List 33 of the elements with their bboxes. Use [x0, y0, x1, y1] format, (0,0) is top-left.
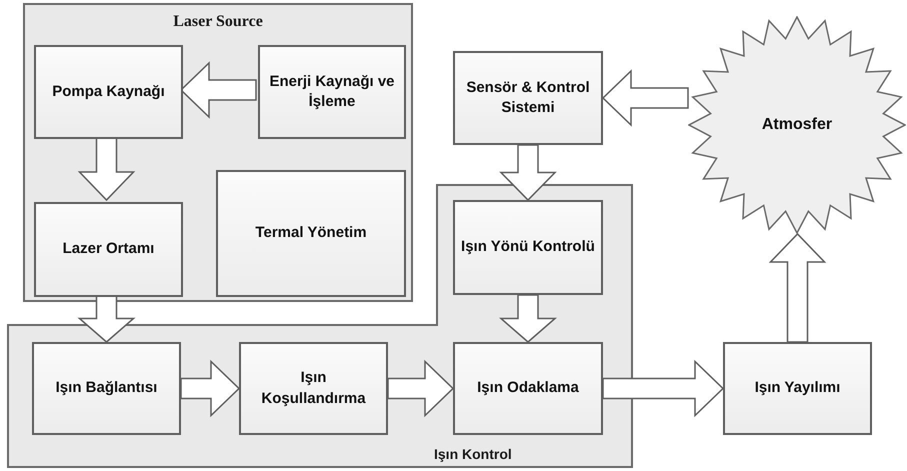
group-title: Laser Source — [172, 13, 264, 31]
box-label: Işın Koşullandırma — [260, 368, 367, 408]
block-arrow — [387, 360, 454, 418]
box-label: Işın Yayılımı — [754, 378, 840, 398]
process-box — [453, 342, 603, 435]
block-arrow — [499, 144, 557, 202]
process-box — [34, 202, 183, 297]
box-label: Pompa Kaynağı — [52, 82, 165, 102]
block-arrow — [78, 294, 136, 343]
block-arrow — [78, 136, 136, 202]
process-box — [34, 45, 183, 139]
block-arrow — [768, 232, 826, 343]
block-arrow — [602, 69, 689, 127]
process-box — [453, 51, 603, 145]
box-label: Işın Bağlantısı — [56, 378, 158, 398]
process-box — [32, 342, 181, 435]
box-label: Enerji Kaynağı ve İşleme — [268, 72, 396, 112]
process-box — [453, 200, 603, 295]
process-box — [239, 342, 388, 435]
group-title: Işın Kontrol — [434, 446, 512, 462]
block-arrow — [499, 294, 557, 343]
box-label: Sensör & Kontrol Sistemi — [465, 78, 591, 118]
process-box — [258, 45, 406, 139]
process-box — [723, 342, 872, 435]
group-panel — [23, 3, 413, 302]
node-label: Atmosfer — [762, 116, 832, 134]
box-label: Işın Odaklama — [477, 378, 579, 398]
block-arrow — [602, 360, 724, 418]
box-label: Termal Yönetim — [255, 223, 367, 244]
block-arrow — [180, 360, 240, 418]
box-label: Işın Yönü Kontrolü — [461, 237, 595, 258]
box-label: Lazer Ortamı — [62, 239, 154, 260]
process-box — [216, 170, 406, 297]
